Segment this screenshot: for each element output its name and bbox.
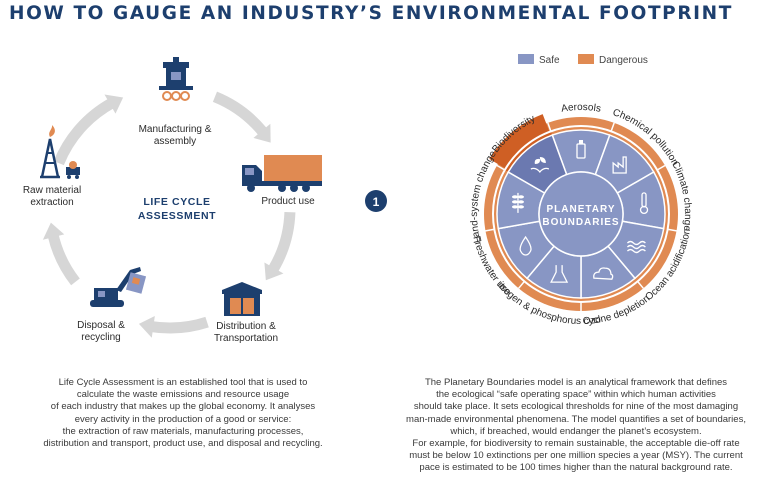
lca-title-line-2: ASSESSMENT [138, 210, 216, 222]
factory-icon [612, 156, 627, 174]
stage-product-use-label: Product use [261, 196, 315, 207]
waves-icon [626, 240, 646, 254]
pb-desc-line: man-made environmental phenomena. The mo… [406, 413, 746, 425]
cycle-arrow-head [264, 262, 284, 281]
boundary-label: Aerosols [560, 102, 601, 115]
ring-divider [487, 159, 506, 171]
legend-dangerous-swatch [578, 54, 594, 64]
ring-divider [667, 228, 677, 232]
wheat-icon [511, 192, 524, 213]
flask-icon [550, 265, 569, 283]
factory-machine-icon [159, 57, 193, 101]
lca-desc-line: the extraction of raw materials, manufac… [62, 425, 304, 437]
pb-desc-line: pace is estimated to be 100 times higher… [419, 462, 733, 474]
pb-desc-line: The Planetary Boundaries model is an ana… [424, 377, 728, 388]
pb-center-line-1: PLANETARY [547, 204, 616, 215]
stage-disposal-line-2: recycling [81, 332, 120, 343]
ring-divider [636, 280, 644, 289]
cycle-arrow [47, 233, 80, 286]
lca-title-line-1: LIFE CYCLE [143, 196, 210, 208]
ring-divider [610, 122, 615, 132]
ring-divider [656, 164, 666, 171]
boundary-icons [511, 140, 649, 283]
step-badge-number: 1 [373, 195, 380, 209]
stage-distribution-line-2: Transportation [214, 333, 278, 344]
cycle-arrow [268, 211, 296, 273]
pb-desc-line: must be below 10 extinctions per one mil… [409, 450, 743, 462]
lca-desc-line: calculate the waste emissions and resour… [76, 389, 290, 401]
thermometer-icon [639, 192, 649, 215]
legend-safe-swatch [518, 54, 534, 64]
pb-desc-line: which, if breached, would endanger the p… [450, 425, 702, 437]
warehouse-icon [222, 282, 262, 316]
legend-safe-label: Safe [539, 55, 560, 66]
page-title: HOW TO GAUGE AN INDUSTRY’S ENVIRONMENTAL… [9, 3, 733, 24]
stage-raw-material-line-2: extraction [30, 197, 73, 208]
pb-desc-line: should take place. It sets ecological th… [413, 401, 739, 413]
stage-raw-material-line-1: Raw material [23, 185, 81, 196]
lca-desc-line: of each industry that makes up the globa… [50, 401, 316, 413]
spray-can-icon [576, 140, 586, 159]
cycle-arrow [150, 316, 209, 334]
lca-cycle-arrows [42, 91, 296, 338]
lca-desc-line: every activity in the production of a go… [74, 413, 292, 425]
pb-center-circle [538, 171, 624, 257]
stage-distribution-line-1: Distribution & [216, 321, 276, 332]
leaf-hands-icon [530, 156, 550, 174]
pb-description: The Planetary Boundaries model is an ana… [398, 377, 754, 475]
ring-divider [485, 228, 495, 232]
stage-manufacturing-line-2: assembly [154, 136, 196, 147]
pb-desc-line: For example, for biodiversity to remain … [412, 438, 740, 450]
lca-desc-line: distribution and transport, product use,… [43, 438, 323, 450]
truck-icon [242, 155, 322, 192]
lca-desc-line: Life Cycle Assessment is an established … [58, 377, 308, 388]
cycle-arrow-head [42, 222, 65, 240]
ring-divider [518, 280, 526, 289]
biodiversity-breach-wedge [489, 114, 550, 169]
pb-center-line-2: BOUNDARIES [542, 217, 619, 228]
cycle-arrow [212, 91, 268, 137]
cycle-arrow-head [138, 315, 155, 338]
cycle-arrow-head [253, 123, 271, 143]
cycle-arrow-head [104, 94, 124, 114]
step-badge [365, 190, 387, 212]
excavator-icon [90, 267, 147, 307]
lca-description: Life Cycle Assessment is an established … [18, 377, 348, 450]
pb-desc-line: the ecological “safe operating space” wi… [436, 389, 716, 401]
cloud-icon [593, 267, 614, 280]
cycle-arrow [53, 98, 115, 166]
stage-manufacturing-line-1: Manufacturing & [139, 124, 212, 135]
legend-dangerous-label: Dangerous [599, 55, 648, 66]
water-drop-icon [519, 235, 532, 256]
stage-disposal-line-1: Disposal & [77, 320, 125, 331]
oil-rig-icon [40, 125, 80, 179]
ring-divider [547, 122, 552, 132]
